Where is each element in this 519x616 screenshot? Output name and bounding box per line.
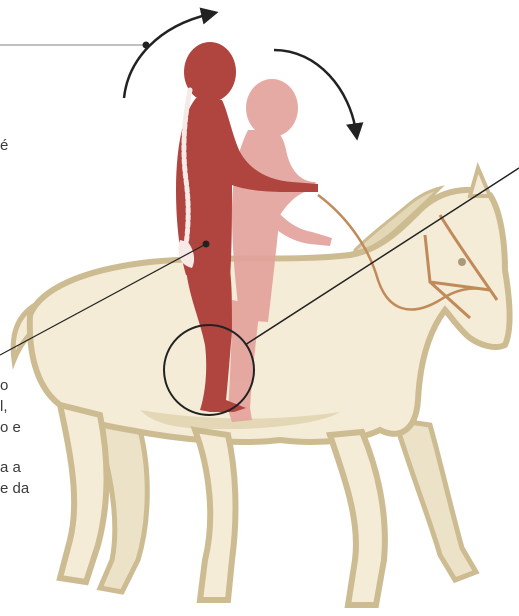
- horse-near-fore-leg: [330, 432, 385, 605]
- pointer-dot-middle: [203, 241, 210, 248]
- rider-light-head: [246, 79, 298, 137]
- horse-hind-leg-2: [195, 430, 235, 600]
- horse-far-fore-leg: [395, 420, 476, 580]
- caption-fragment-2: o: [0, 376, 8, 395]
- pointer-dot-top: [143, 42, 150, 49]
- caption-fragment-4: o e: [0, 418, 21, 437]
- caption-fragment-1: é: [0, 136, 8, 155]
- horse-ear: [470, 168, 490, 196]
- horse-near-hind-leg: [60, 405, 107, 582]
- caption-fragment-3: l,: [0, 397, 8, 416]
- caption-fragment-6: e da: [0, 479, 29, 498]
- caption-fragment-5: a a: [0, 458, 21, 477]
- horse-eye: [458, 258, 466, 266]
